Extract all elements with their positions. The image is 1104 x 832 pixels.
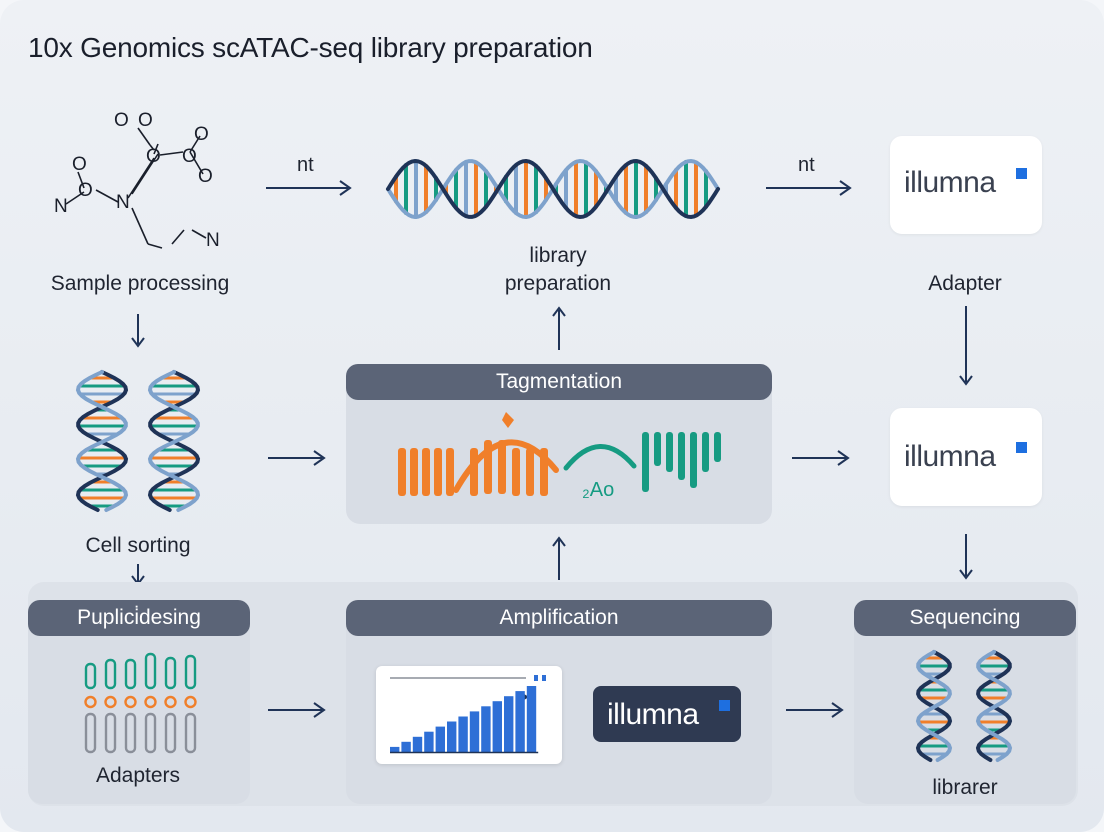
tagmentation-panel: Tagmentation: [346, 364, 772, 524]
helix-strand: [75, 370, 129, 512]
chart-bar: [401, 741, 411, 752]
chart-bar: [504, 696, 514, 752]
illumina-logo-dark: illumna: [593, 686, 741, 742]
arrow-right-icon: [266, 180, 352, 196]
chart-bar: [481, 706, 491, 752]
atom-label: O: [198, 166, 213, 187]
atom-label: O: [72, 154, 87, 175]
puplicdesing-panel: Puplici̇desing: [28, 600, 250, 804]
sequencing-panel: Sequencing: [854, 600, 1076, 804]
adapters-label: Adapters: [95, 764, 181, 787]
chart-bar: [390, 746, 400, 752]
cell-sorting-label: Cell sorting: [85, 534, 191, 557]
illumina-logo-card: illumna: [890, 408, 1042, 506]
atom-label: O: [114, 110, 129, 131]
sample-processing-label: Sample processing: [50, 272, 230, 295]
chart-bar: [435, 726, 445, 752]
library-preparation-label: library preparation: [450, 242, 666, 298]
illumina-logo: illumna: [607, 698, 699, 731]
arrow-down-icon: [131, 314, 145, 348]
chart-bar: [447, 721, 457, 752]
dna-helix-icon: [915, 650, 953, 762]
chart-bar: [469, 711, 480, 752]
atom-label: N: [116, 192, 130, 213]
helix-strand: [915, 650, 953, 762]
atom-label: O: [146, 146, 161, 167]
arrow-nt-label-right: nt: [798, 154, 815, 176]
illumina-logo: illumna: [904, 440, 996, 473]
tagmentation-icon: ₂Ao: [398, 412, 721, 501]
chart-bar: [492, 701, 502, 752]
librarer-label: librarer: [932, 776, 998, 799]
library-label-line2: preparation: [504, 272, 612, 295]
illumina-logo: illumna: [904, 166, 996, 199]
dna-helix-icon: [147, 370, 201, 512]
illumina-logo-square: [1016, 442, 1027, 453]
atom-label: N: [54, 196, 68, 217]
tagmentation-glyph-label: ₂Ao: [582, 479, 614, 501]
library-label-line1: library: [529, 244, 587, 267]
helix-strand: [147, 370, 201, 512]
helix-strand: [386, 158, 720, 220]
arrow-nt-label-left: nt: [297, 154, 314, 176]
illumina-logo-square: [1016, 168, 1027, 179]
tagmentation-header: Tagmentation: [346, 364, 772, 400]
adapters-icon: [84, 652, 197, 754]
amplification-header: Amplification: [346, 600, 772, 636]
dna-helix-icon: [75, 370, 129, 512]
illumina-logo-square: [719, 700, 730, 711]
atom-label: O: [194, 124, 209, 145]
illumina-logo-card: illumna: [890, 136, 1042, 234]
atom-label: O: [182, 146, 197, 167]
chart-bar: [515, 691, 525, 752]
helix-strand: [975, 650, 1013, 762]
atom-label: O: [78, 180, 93, 201]
arrow-right-icon: [792, 450, 850, 466]
adapter-label: Adapter: [928, 272, 1002, 295]
chart-bar: [526, 686, 537, 752]
amplification-chart: [376, 666, 562, 764]
amplification-bar-chart: [390, 675, 546, 754]
arrow-up-icon: [552, 536, 566, 580]
sequencing-header: Sequencing: [854, 600, 1076, 636]
atom-label: O: [138, 110, 153, 131]
dna-helix-icon: [975, 650, 1013, 762]
arrow-up-icon: [552, 306, 566, 350]
arrow-right-icon: [786, 702, 844, 718]
arrow-down-icon: [959, 534, 973, 580]
atom-label: N: [206, 230, 220, 251]
diagram-title: 10x Genomics scATAC-seq library preparat…: [28, 32, 593, 63]
arrow-right-icon: [268, 450, 326, 466]
chart-bar: [458, 716, 468, 752]
dna-helix-icon: [386, 158, 720, 220]
molecule-icon: O O O O O O N N O O N: [54, 110, 220, 251]
puplicdesing-header: Puplici̇desing: [28, 600, 250, 636]
chart-bar: [412, 736, 423, 752]
arrow-right-icon: [268, 702, 326, 718]
arrow-right-icon: [766, 180, 852, 196]
chart-bar: [424, 731, 434, 752]
arrow-down-icon: [959, 306, 973, 386]
